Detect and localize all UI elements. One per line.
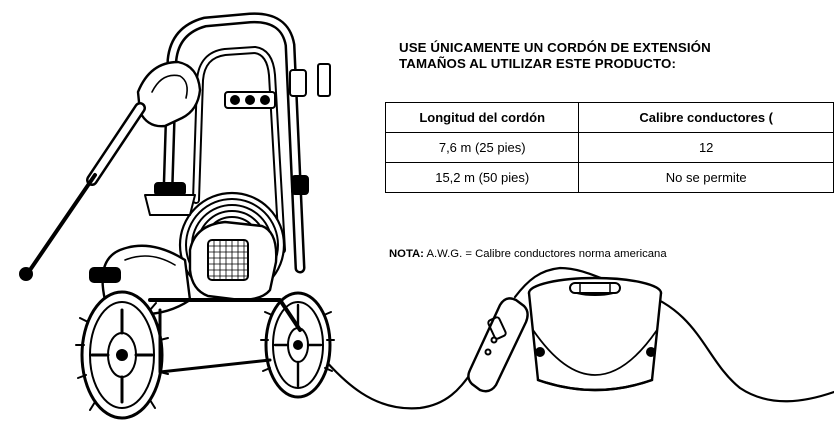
bucket-icon [527, 276, 663, 392]
power-cord [310, 343, 474, 410]
cell-gauge: No se permite [578, 162, 834, 193]
note-text: A.W.G. = Calibre conductores norma ameri… [426, 248, 667, 260]
extension-cord-heading: USE ÚNICAMENTE UN CORDÓN DE EXTENSIÓN TA… [399, 40, 834, 72]
awg-note: NOTA: A.W.G. = Calibre conductores norma… [389, 248, 667, 260]
gfci-plug-icon [467, 297, 529, 393]
table-header-row: Longitud del cordón Calibre conductores … [384, 102, 834, 133]
cord-size-table: Longitud del cordón Calibre conductores … [384, 102, 834, 193]
table-row: 7,6 m (25 pies) 12 [384, 132, 834, 163]
cell-gauge: 12 [578, 132, 834, 163]
power-cord-2 [513, 266, 834, 403]
cell-length: 7,6 m (25 pies) [384, 132, 580, 163]
table-row: 15,2 m (50 pies) No se permite [384, 162, 834, 193]
wheel-left [75, 290, 169, 420]
column-header-length: Longitud del cordón [384, 102, 580, 133]
column-header-gauge: Calibre conductores ( [578, 102, 834, 133]
note-label: NOTA: [389, 248, 424, 260]
heading-line-2: TAMAÑOS AL UTILIZAR ESTE PRODUCTO: [399, 56, 676, 71]
heading-line-1: USE ÚNICAMENTE UN CORDÓN DE EXTENSIÓN [399, 40, 711, 55]
pressure-washer-icon [19, 12, 335, 420]
wheel-right [260, 291, 335, 399]
cell-length: 15,2 m (50 pies) [384, 162, 580, 193]
